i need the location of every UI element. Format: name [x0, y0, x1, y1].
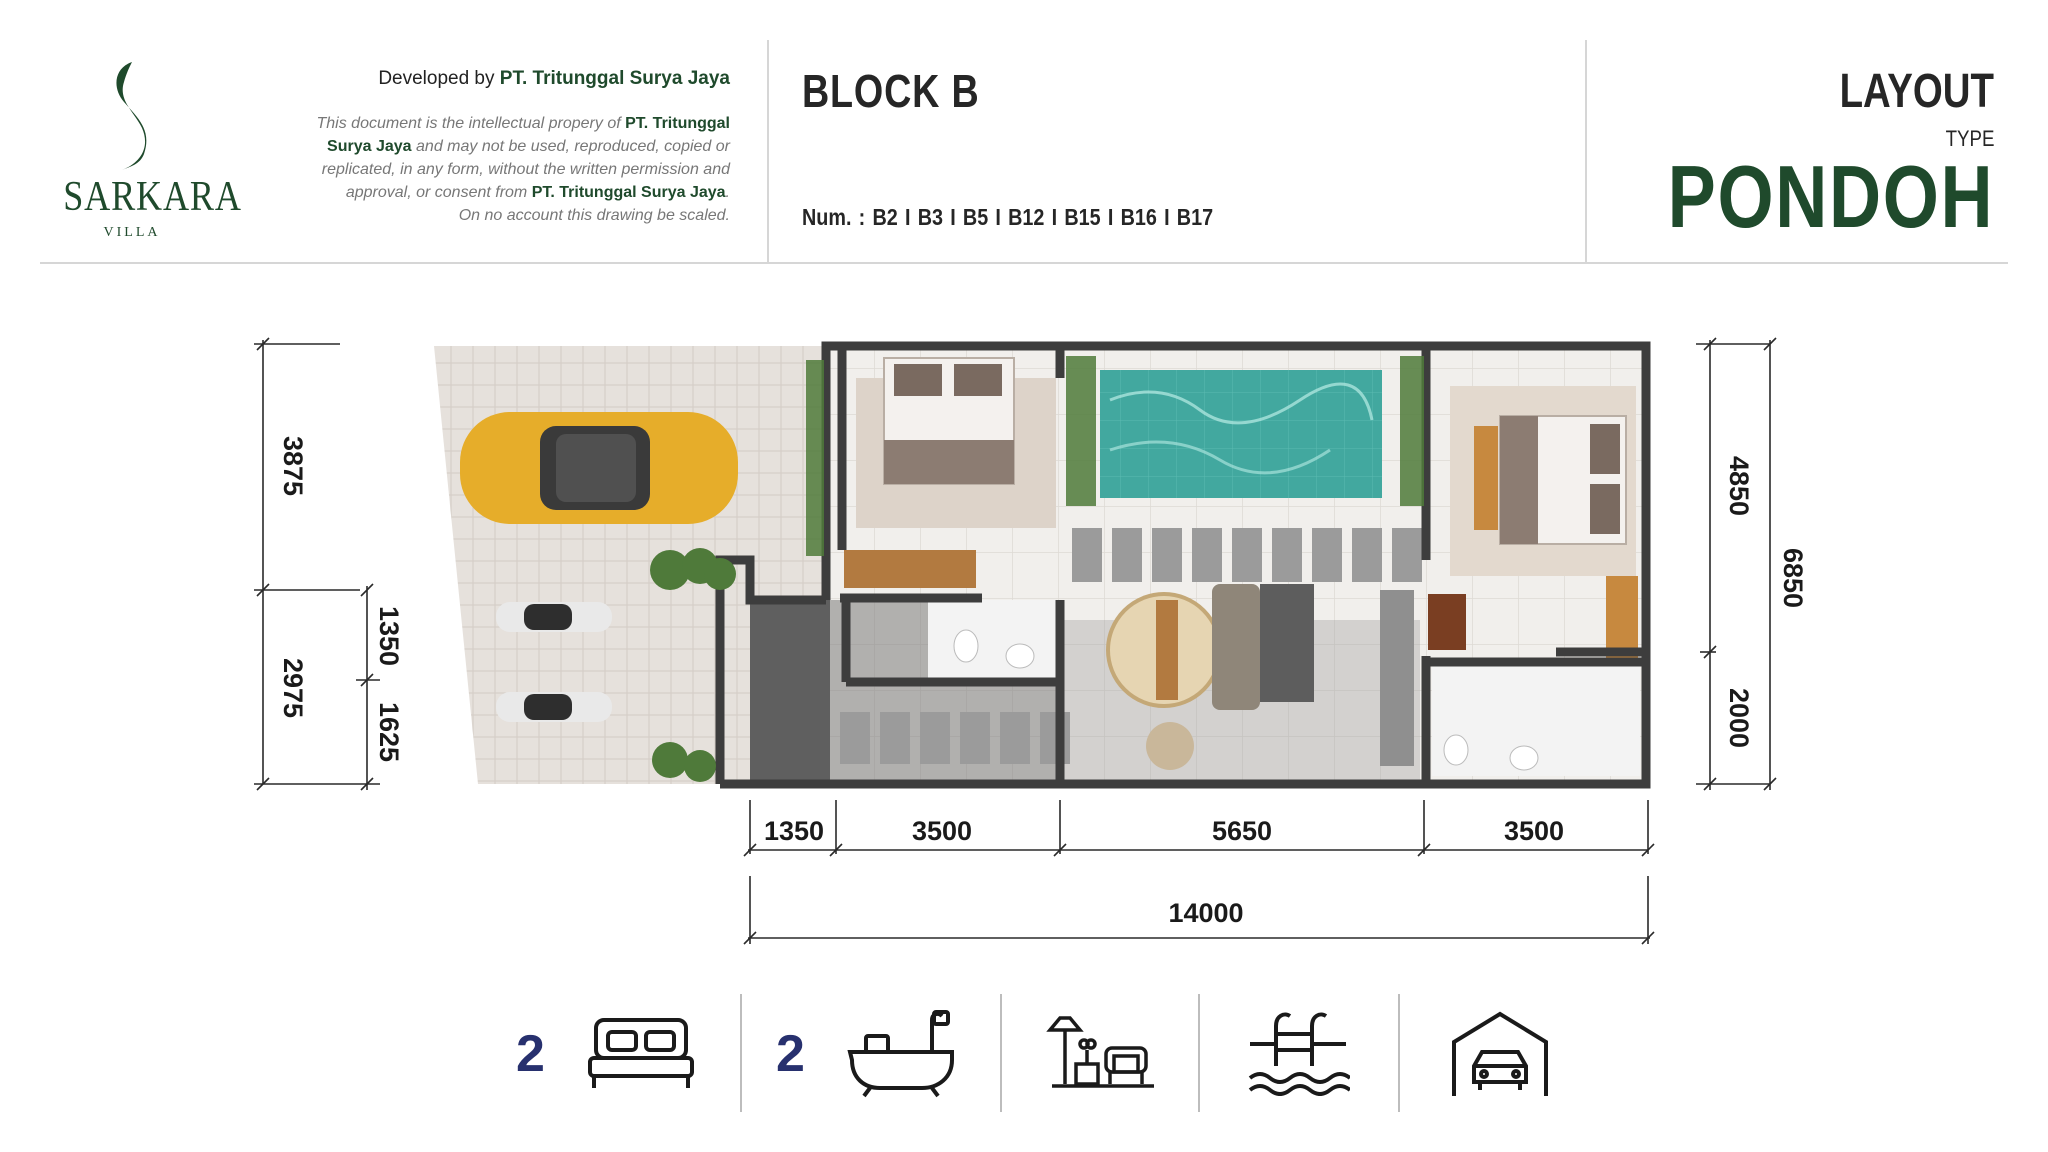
dim-bottom-3500a: 3500	[912, 816, 972, 846]
unit-number: B17	[1176, 204, 1214, 230]
developer-name: PT. Tritunggal Surya Jaya	[499, 68, 730, 89]
bed-icon	[588, 1018, 694, 1088]
header-divider-2	[1585, 40, 1587, 262]
scooter-icon	[496, 692, 612, 722]
type-name: PONDOH	[1667, 147, 1994, 246]
walls	[715, 341, 1651, 789]
unit-number: B5	[962, 204, 989, 230]
legal-company-2: PT. Tritunggal Surya Jaya	[531, 184, 726, 201]
developer-prefix: Developed by	[378, 68, 495, 89]
unit-number: B15	[1064, 204, 1101, 230]
dimension-lines	[254, 337, 1777, 945]
dim-right-4850: 4850	[1724, 456, 1754, 516]
unit-number: B12	[1008, 204, 1045, 230]
unit-number: B16	[1120, 204, 1157, 230]
logo-sub: VILLA	[103, 225, 161, 240]
layout-label: LAYOUT	[1839, 65, 1994, 118]
bedroom-2-bench	[1474, 426, 1498, 530]
pool-icon	[1248, 1012, 1350, 1096]
scooter-icon	[496, 602, 612, 632]
amenity-divider	[1000, 994, 1002, 1112]
unit-number: B2	[872, 204, 898, 230]
sarkara-logo: SARKARA VILLA	[52, 58, 241, 248]
dim-bottom-3500b: 3500	[1504, 816, 1564, 846]
dim-left-1625: 1625	[374, 702, 404, 762]
unit-numbers: Num. : B2 I B3 I B5 I B12 I B15 I B16 I …	[802, 204, 1214, 230]
amenity-divider	[1198, 994, 1200, 1112]
amenity-divider	[740, 994, 742, 1112]
bathtub-icon	[847, 1010, 954, 1098]
legal-part-4: On no account this drawing be scaled.	[458, 207, 730, 224]
bedroom-1-desk	[844, 550, 976, 588]
dim-bottom-14000: 14000	[1168, 898, 1243, 928]
armchair	[1146, 722, 1194, 770]
bedroom-count: 2	[516, 1025, 545, 1083]
dim-bottom-5650: 5650	[1212, 816, 1272, 846]
legal-part-3: .	[725, 184, 730, 201]
legal-part-1: This document is the intellectual proper…	[316, 115, 621, 132]
unit-numbers-label: Num. :	[802, 204, 866, 230]
living-room-icon	[1046, 1016, 1154, 1088]
dining-table	[1156, 600, 1178, 700]
legal-notice: This document is the intellectual proper…	[290, 112, 731, 227]
legal-company-1: PT. Tritunggal Surya Jaya	[327, 115, 730, 155]
planters	[650, 356, 1424, 782]
storage-room	[750, 600, 830, 784]
garage-icon	[1452, 1011, 1548, 1096]
dim-left-2975: 2975	[278, 658, 308, 718]
amenity-divider	[1398, 994, 1400, 1112]
legal-part-2: and may not be used, reproduced, copied …	[321, 138, 730, 201]
bathroom-count: 2	[776, 1025, 805, 1083]
cabinet	[1260, 584, 1314, 702]
header-divider-1	[767, 40, 769, 262]
block-title: BLOCK B	[802, 65, 980, 117]
bathroom-1	[928, 600, 1060, 678]
stepping-stones	[840, 528, 1422, 764]
header-bottom-rule	[40, 262, 2008, 264]
developer-line: Developed by PT. Tritunggal Surya Jaya	[310, 68, 730, 90]
dim-bottom-1350: 1350	[764, 816, 824, 846]
car-icon	[460, 412, 738, 524]
dim-right-2000: 2000	[1724, 688, 1754, 748]
kitchen-counter	[1380, 590, 1414, 766]
sofa	[1212, 584, 1260, 710]
type-label: TYPE	[1945, 126, 1994, 151]
pool-water	[1100, 370, 1382, 498]
dim-right-6850: 6850	[1778, 548, 1808, 608]
bedroom-2-desk	[1428, 594, 1466, 650]
dim-left-3875: 3875	[278, 436, 308, 496]
unit-number: B3	[917, 204, 943, 230]
dim-left-1350: 1350	[374, 606, 404, 666]
sarkara-s-icon	[116, 62, 147, 170]
